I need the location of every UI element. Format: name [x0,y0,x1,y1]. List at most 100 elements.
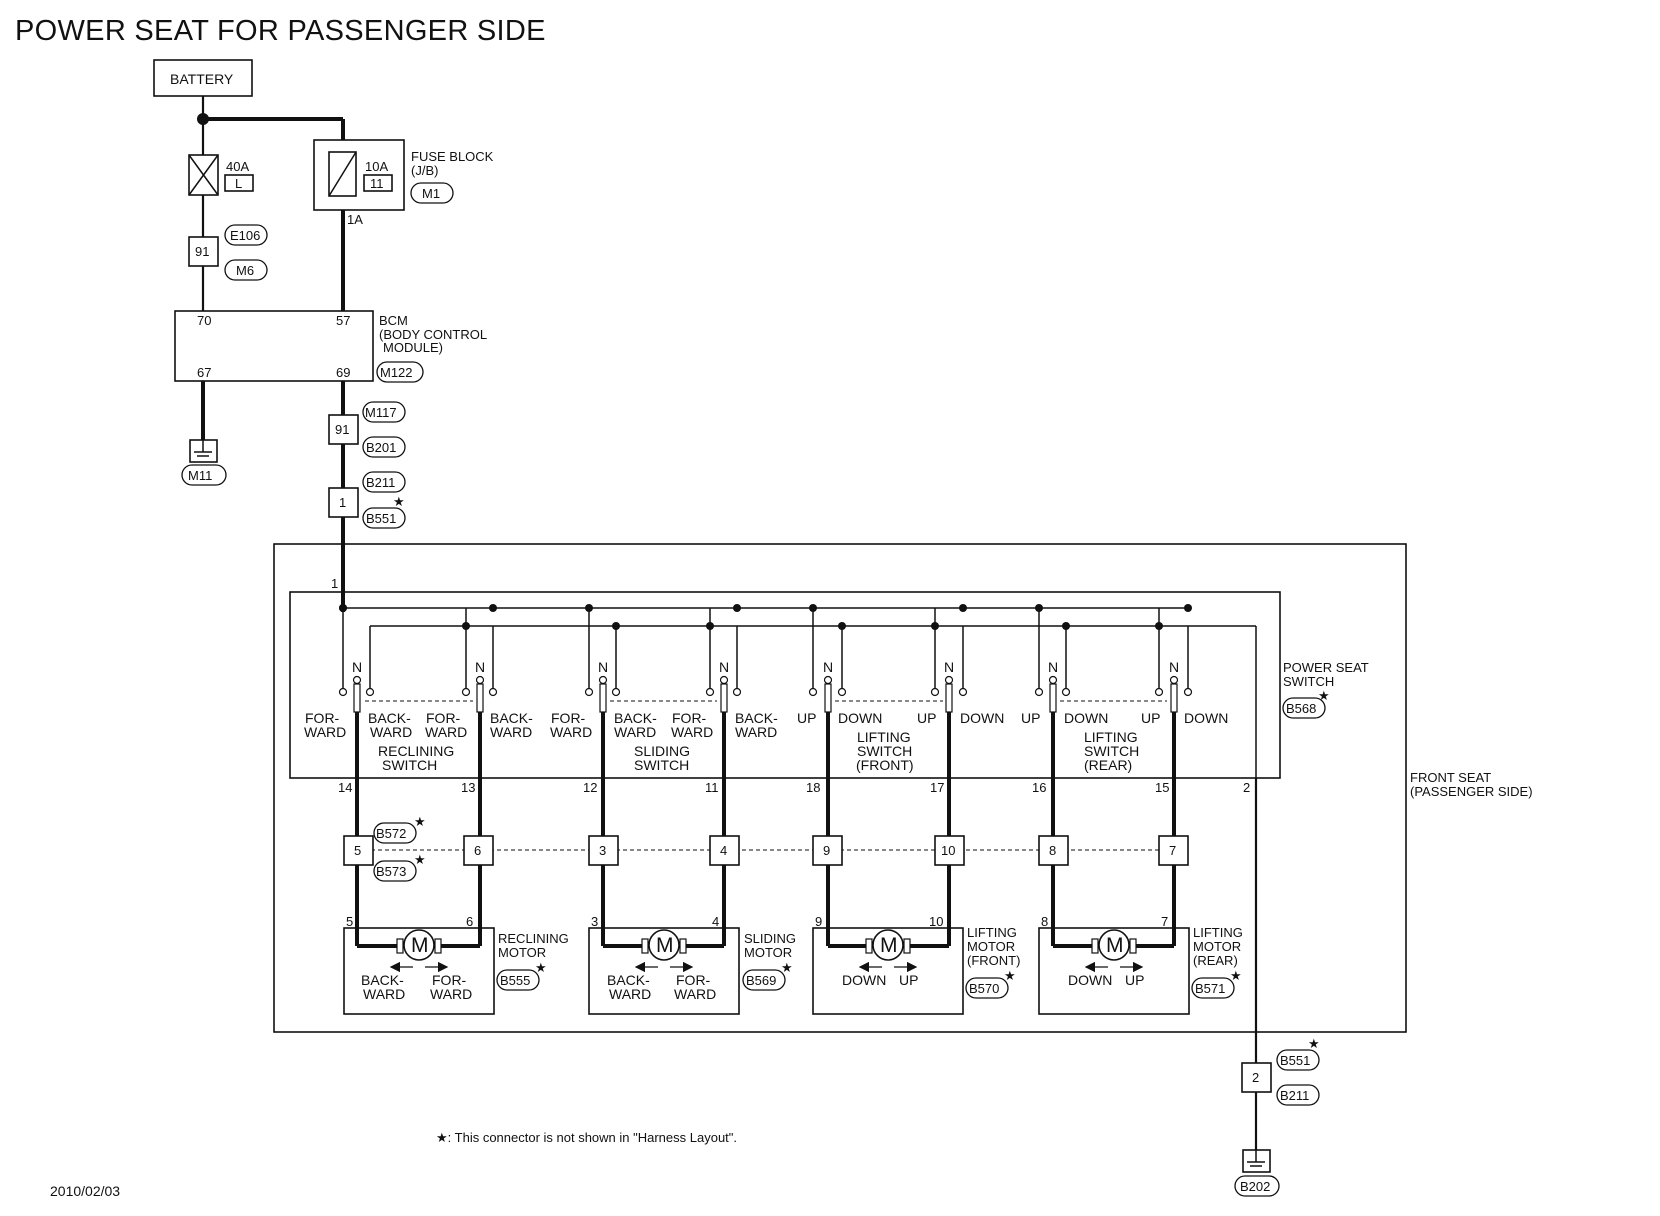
motor-brush [396,938,404,954]
footnote: ★: This connector is not shown in "Harne… [436,1130,737,1145]
motor-brush [1129,938,1137,954]
sliding-motor-name1: SLIDING [744,931,796,946]
motor-brush [434,938,442,954]
switch-pin-17: 17 [930,780,944,795]
neutral-label: N [352,659,362,675]
sw-d-back2: WARD [735,724,777,740]
lifting-rear-conn: B571 [1195,981,1225,996]
bcm-box [174,310,374,382]
conn-b211-bot: B211 [1280,1088,1309,1103]
conn-e106: E106 [230,228,260,243]
pin-91a: 91 [195,244,209,259]
motor-m-reclining: M [411,934,429,957]
fuse-block-name2: (J/B) [411,163,438,178]
switch-blade [1049,683,1057,713]
neutral-contact [1169,675,1179,685]
sw-e-down: DOWN [838,710,882,726]
star-b570: ★ [1004,968,1016,983]
fuse-block-pin: 1A [347,212,363,227]
bcm-name1: BCM [379,313,408,328]
switch-pin-14: 14 [338,780,352,795]
mid-pin-8: 8 [1049,843,1056,858]
switch-pin-2: 2 [1243,780,1250,795]
motor-brush [679,938,687,954]
lifting-switch-rear-name2: SWITCH [1084,743,1139,759]
ground-b202: B202 [1240,1179,1270,1194]
neutral-label: N [823,659,833,675]
neutral-label: N [719,659,729,675]
upper-bus-junction [1184,604,1192,612]
motor-pin-10: 10 [929,914,943,929]
contact-point [1061,687,1071,697]
sw-b-back1: BACK- [490,710,533,726]
conn-b573: B573 [376,864,406,879]
sliding-motor-r2: WARD [674,986,716,1002]
upper-bus-junction [489,604,497,612]
switch-pin-13: 13 [461,780,475,795]
sliding-switch-name2: SWITCH [634,757,689,773]
lifting-switch-front-name1: LIFTING [857,729,911,745]
conn-m6: M6 [236,263,254,278]
power-seat-switch-conn: B568 [1286,701,1316,716]
contact-point [584,687,594,697]
sw-c-for1: FOR- [551,710,586,726]
pin-1: 1 [339,495,346,510]
conn-m117: M117 [365,405,397,420]
sw-d-back1: BACK- [735,710,778,726]
pin-2: 2 [1252,1070,1259,1085]
bcm-name3: MODULE) [383,340,443,355]
bcm-pin-57: 57 [336,313,350,328]
contact-point [1154,687,1164,697]
motor-circle [403,929,435,961]
reclining-motor-r1: FOR- [432,972,467,988]
mid-connector-8 [1038,835,1069,866]
switch-pin-11: 11 [705,780,719,795]
bcm-pin-67: 67 [197,365,211,380]
neutral-contact [823,675,833,685]
ground-m11: M11 [188,468,212,483]
lifting-front-r: UP [899,972,918,988]
mid-connector-10 [934,835,965,866]
lifting-motor-front-box [812,927,964,1015]
sliding-motor-r1: FOR- [676,972,711,988]
neutral-contact [944,675,954,685]
contact-point [958,687,968,697]
sw-a-for2: WARD [304,724,346,740]
sw-b-for2: WARD [425,724,467,740]
sliding-switch-name1: SLIDING [634,743,690,759]
sw-a-back2: WARD [370,724,412,740]
front-seat-frame [273,543,1407,1033]
sw-h-up: UP [1141,710,1160,726]
sw-b-for1: FOR- [426,710,461,726]
front-seat-name2: (PASSENGER SIDE) [1410,784,1533,799]
contact-point [705,687,715,697]
star-b571: ★ [1230,968,1242,983]
power-seat-switch-name1: POWER SEAT [1283,660,1369,675]
lifting-front-name1: LIFTING [967,925,1017,940]
contact-point [930,687,940,697]
neutral-label: N [598,659,608,675]
sw-g-down: DOWN [1064,710,1108,726]
lifting-motor-rear-box [1038,927,1190,1015]
reclining-motor-box [343,927,495,1015]
reclining-motor-l1: BACK- [361,972,404,988]
mid-connector-5 [343,835,374,866]
motor-pin-4: 4 [712,914,719,929]
sw-d-for1: FOR- [672,710,707,726]
upper-bus-junction [959,604,967,612]
mid-pin-9: 9 [823,843,830,858]
front-seat-name1: FRONT SEAT [1410,770,1491,785]
fuse40-code: L [235,176,242,191]
sw-c-back2: WARD [614,724,656,740]
neutral-contact [719,675,729,685]
star-b551-top: ★ [393,494,405,509]
motor-pin-7: 7 [1161,914,1168,929]
fuse40-rating: 40A [226,159,249,174]
neutral-label: N [1169,659,1179,675]
sw-a-back1: BACK- [368,710,411,726]
star-b569: ★ [781,960,793,975]
mid-connector-3 [588,835,619,866]
reclining-motor-l2: WARD [363,986,405,1002]
contact-point [1183,687,1193,697]
